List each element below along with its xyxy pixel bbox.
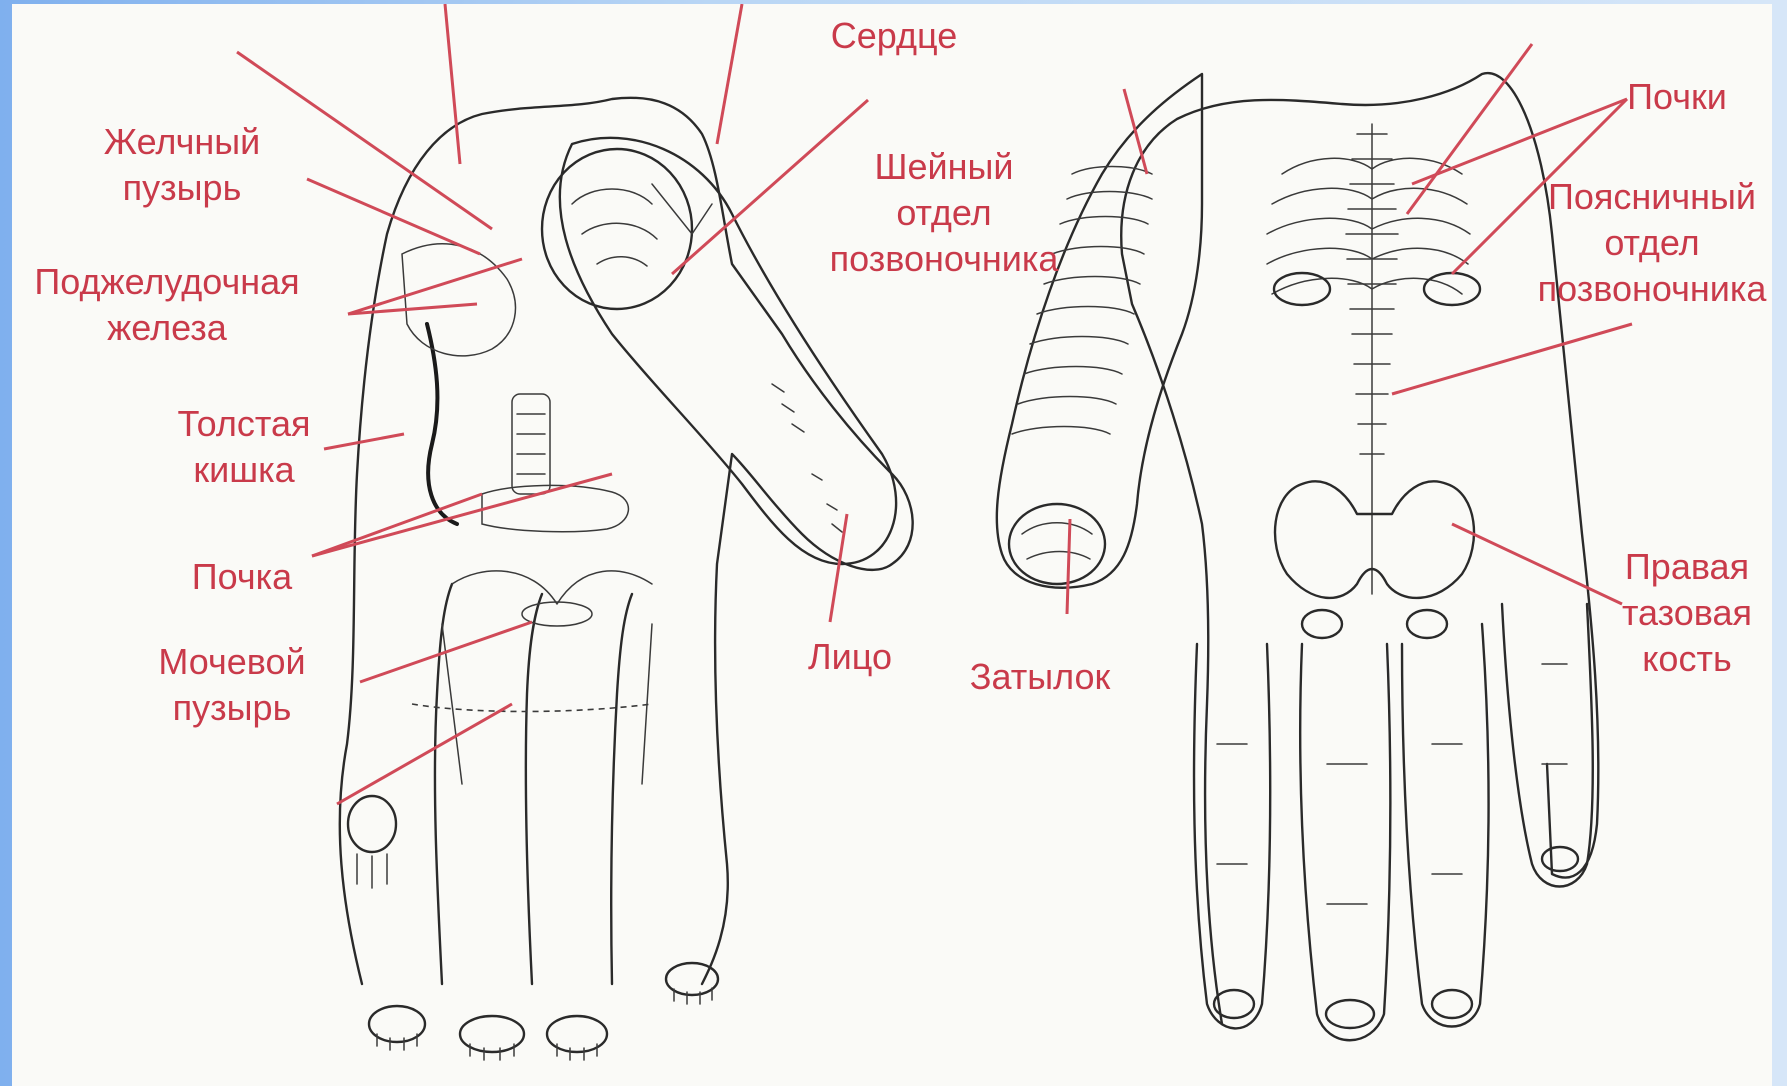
label-podzhel-line2: железа xyxy=(107,307,228,348)
label-zhelchny-line2: пузырь xyxy=(123,167,242,208)
left-fingertip-feet xyxy=(348,796,718,1060)
right-skeleton xyxy=(1267,124,1480,638)
label-litso: Лицо xyxy=(808,636,892,677)
label-zatylok: Затылок xyxy=(970,656,1111,697)
label-pochka: Почка xyxy=(192,556,293,597)
label-pravaya-line2: тазовая xyxy=(1622,592,1752,633)
diagram-sheet: Сердце Желчный пузырь Поджелудочная желе… xyxy=(12,4,1772,1086)
label-podzhel-line1: Поджелудочная xyxy=(34,261,299,302)
right-occiput xyxy=(1009,504,1105,584)
left-leader-lines xyxy=(237,4,868,804)
label-tolstaya-line1: Толстая xyxy=(177,403,310,444)
label-pochki: Почки xyxy=(1627,76,1727,117)
right-leader-lines xyxy=(1067,44,1632,614)
label-poyasn-line3: позвоночника xyxy=(1538,268,1768,309)
right-pelvis xyxy=(1275,481,1474,598)
label-zhelchny-line1: Желчный xyxy=(104,121,260,162)
right-thumb-outline xyxy=(997,74,1202,588)
label-mochevoy-line2: пузырь xyxy=(173,687,292,728)
left-hand-illustration xyxy=(340,98,913,1060)
left-colon-line xyxy=(427,324,457,524)
left-finger-line-2 xyxy=(526,594,542,984)
left-finger-line-3 xyxy=(611,594,632,984)
label-sheyny-line3: позвоночника xyxy=(830,238,1060,279)
label-pravaya-line3: кость xyxy=(1642,638,1731,679)
label-sheyny-line2: отдел xyxy=(896,192,991,233)
label-sheyny-line1: Шейный xyxy=(875,146,1014,187)
right-hand-outline xyxy=(1121,73,1598,1024)
hands-reflexology-diagram: Сердце Желчный пузырь Поджелудочная желе… xyxy=(12,4,1772,1086)
label-mochevoy-line1: Мочевой xyxy=(158,641,305,682)
right-fingers xyxy=(1194,604,1593,1040)
label-tolstaya-line2: кишка xyxy=(193,449,295,490)
label-poyasn-line1: Поясничный xyxy=(1548,176,1756,217)
label-pravaya-line1: Правая xyxy=(1625,546,1749,587)
left-labels: Сердце Желчный пузырь Поджелудочная желе… xyxy=(34,15,1059,728)
left-thumb-outline xyxy=(560,138,896,564)
label-poyasn-line2: отдел xyxy=(1604,222,1699,263)
left-finger-line-1 xyxy=(435,584,452,984)
left-bladder xyxy=(522,602,592,626)
label-serdtse: Сердце xyxy=(831,15,957,56)
